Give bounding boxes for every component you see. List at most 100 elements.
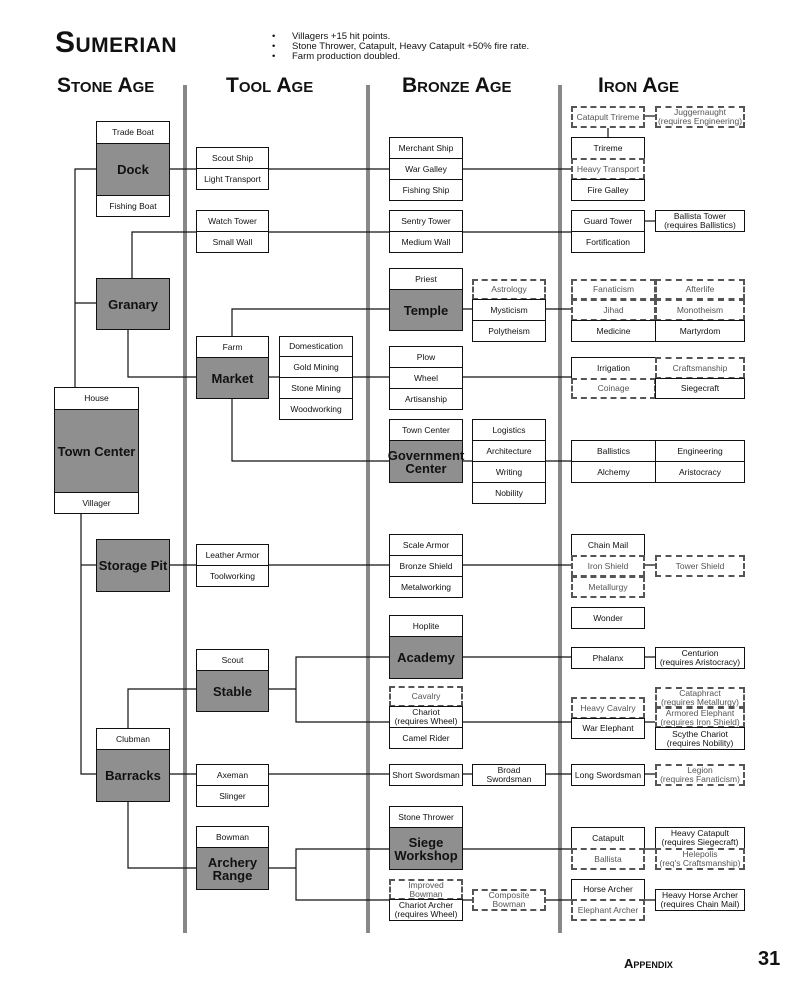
iron-age-heading: Iron Age bbox=[598, 74, 680, 97]
unit-axeman: Axeman bbox=[196, 764, 269, 786]
tech-mysticism: Mysticism bbox=[472, 299, 546, 321]
tech-artisanship: Artisanship bbox=[389, 388, 463, 410]
unit-bowman: Bowman bbox=[196, 826, 269, 848]
building-ballista-tower: Ballista Tower (requires Ballistics) bbox=[655, 210, 745, 232]
unit-helepolis: Helepolis (req's Craftsmanship) bbox=[655, 848, 745, 870]
unit-stone-thrower: Stone Thrower bbox=[389, 806, 463, 828]
unit-heavy-transport: Heavy Transport bbox=[571, 158, 645, 180]
unit-composite-bowman: Composite Bowman bbox=[472, 889, 546, 911]
footer-section: Appendix bbox=[624, 956, 673, 971]
tech-polytheism: Polytheism bbox=[472, 320, 546, 342]
tech-woodworking: Woodworking bbox=[279, 398, 353, 420]
tech-jihad: Jihad bbox=[571, 299, 656, 321]
unit-chariot-archer: Chariot Archer (requires Wheel) bbox=[389, 899, 463, 921]
unit-hoplite: Hoplite bbox=[389, 615, 463, 637]
age-divider bbox=[366, 85, 370, 933]
tech-alchemy: Alchemy bbox=[571, 461, 656, 483]
tech-architecture: Architecture bbox=[472, 440, 546, 462]
unit-trireme: Trireme bbox=[571, 137, 645, 159]
unit-improved-bowman: Improved Bowman bbox=[389, 879, 463, 900]
stone-age-heading: Stone Age bbox=[57, 74, 155, 97]
building-small-wall: Small Wall bbox=[196, 231, 269, 253]
unit-centurion: Centurion (requires Aristocracy) bbox=[655, 647, 745, 669]
bronze-age-heading: Bronze Age bbox=[402, 74, 512, 97]
tool-age-heading: Tool Age bbox=[226, 74, 314, 97]
building-siege-workshop: Siege Workshop bbox=[389, 827, 463, 870]
bonus-item: Stone Thrower, Catapult, Heavy Catapult … bbox=[272, 42, 529, 53]
unit-scout: Scout bbox=[196, 649, 269, 671]
tech-chain-mail: Chain Mail bbox=[571, 534, 645, 556]
unit-broad-swordsman: Broad Swordsman bbox=[472, 764, 546, 786]
req-town-center: Town Center bbox=[389, 419, 463, 441]
building-sentry-tower: Sentry Tower bbox=[389, 210, 463, 232]
unit-ballista: Ballista bbox=[571, 848, 645, 870]
tech-irrigation: Irrigation bbox=[571, 357, 656, 379]
tech-monotheism: Monotheism bbox=[655, 299, 745, 321]
tech-engineering: Engineering bbox=[655, 440, 745, 462]
age-divider bbox=[558, 85, 562, 933]
unit-juggernaught: Juggernaught (requires Engineering) bbox=[655, 106, 745, 128]
tech-aristocracy: Aristocracy bbox=[655, 461, 745, 483]
unit-war-elephant: War Elephant bbox=[571, 718, 645, 739]
tech-metalworking: Metalworking bbox=[389, 576, 463, 598]
tech-wheel: Wheel bbox=[389, 367, 463, 389]
unit-elephant-archer: Elephant Archer bbox=[571, 899, 645, 921]
unit-chariot: Chariot (requires Wheel) bbox=[389, 706, 463, 728]
building-granary: Granary bbox=[96, 278, 170, 330]
building-barracks: Barracks bbox=[96, 749, 170, 802]
building-market: Market bbox=[196, 357, 269, 399]
building-temple: Temple bbox=[389, 289, 463, 331]
unit-long-swordsman: Long Swordsman bbox=[571, 764, 645, 786]
tech-tower-shield: Tower Shield bbox=[655, 555, 745, 577]
unit-catapult: Catapult bbox=[571, 827, 645, 849]
tech-domestication: Domestication bbox=[279, 336, 353, 357]
tech-writing: Writing bbox=[472, 461, 546, 483]
unit-merchant-ship: Merchant Ship bbox=[389, 137, 463, 159]
unit-legion: Legion (requires Fanaticism) bbox=[655, 764, 745, 786]
unit-horse-archer: Horse Archer bbox=[571, 879, 645, 900]
building-storage-pit: Storage Pit bbox=[96, 539, 170, 592]
unit-trade-boat: Trade Boat bbox=[96, 121, 170, 144]
unit-phalanx: Phalanx bbox=[571, 647, 645, 669]
bonus-item: Farm production doubled. bbox=[272, 52, 529, 63]
building-government-center: Government Center bbox=[388, 440, 464, 483]
tech-toolworking: Toolworking bbox=[196, 565, 269, 587]
tech-martyrdom: Martyrdom bbox=[655, 320, 745, 342]
building-farm: Farm bbox=[196, 336, 269, 358]
page-number: 31 bbox=[758, 948, 781, 970]
building-medium-wall: Medium Wall bbox=[389, 231, 463, 253]
civ-title: Sumerian bbox=[55, 26, 178, 59]
tech-logistics: Logistics bbox=[472, 419, 546, 441]
tech-medicine: Medicine bbox=[571, 320, 656, 342]
unit-light-transport: Light Transport bbox=[196, 168, 269, 190]
tech-plow: Plow bbox=[389, 346, 463, 368]
unit-fishing-boat: Fishing Boat bbox=[96, 195, 170, 217]
tech-craftsmanship: Craftsmanship bbox=[655, 357, 745, 379]
tech-stone-mining: Stone Mining bbox=[279, 377, 353, 399]
tech-gold-mining: Gold Mining bbox=[279, 356, 353, 378]
unit-armored-elephant: Armored Elephant (requires Iron Shield) bbox=[655, 707, 745, 728]
unit-catapult-trireme: Catapult Trireme bbox=[571, 106, 645, 128]
unit-heavy-catapult: Heavy Catapult (requires Siegecraft) bbox=[655, 827, 745, 849]
tech-fanaticism: Fanaticism bbox=[571, 279, 656, 300]
unit-war-galley: War Galley bbox=[389, 158, 463, 180]
building-stable: Stable bbox=[196, 670, 269, 712]
unit-slinger: Slinger bbox=[196, 785, 269, 807]
unit-villager: Villager bbox=[54, 492, 139, 514]
unit-scout-ship: Scout Ship bbox=[196, 147, 269, 169]
building-watch-tower: Watch Tower bbox=[196, 210, 269, 232]
wonder: Wonder bbox=[571, 607, 645, 629]
unit-camel-rider: Camel Rider bbox=[389, 727, 463, 749]
building-guard-tower: Guard Tower bbox=[571, 210, 645, 232]
tech-coinage: Coinage bbox=[571, 378, 656, 399]
tech-bronze-shield: Bronze Shield bbox=[389, 555, 463, 577]
unit-heavy-cavalry: Heavy Cavalry bbox=[571, 697, 645, 719]
tech-leather-armor: Leather Armor bbox=[196, 544, 269, 566]
building-archery-range: Archery Range bbox=[196, 847, 269, 890]
unit-cavalry: Cavalry bbox=[389, 686, 463, 707]
building-dock: Dock bbox=[96, 143, 170, 196]
unit-scythe-chariot: Scythe Chariot (requires Nobility) bbox=[655, 727, 745, 750]
building-town-center: Town Center bbox=[54, 409, 139, 493]
unit-clubman: Clubman bbox=[96, 728, 170, 750]
unit-cataphract: Cataphract (requires Metallurgy) bbox=[655, 687, 745, 708]
